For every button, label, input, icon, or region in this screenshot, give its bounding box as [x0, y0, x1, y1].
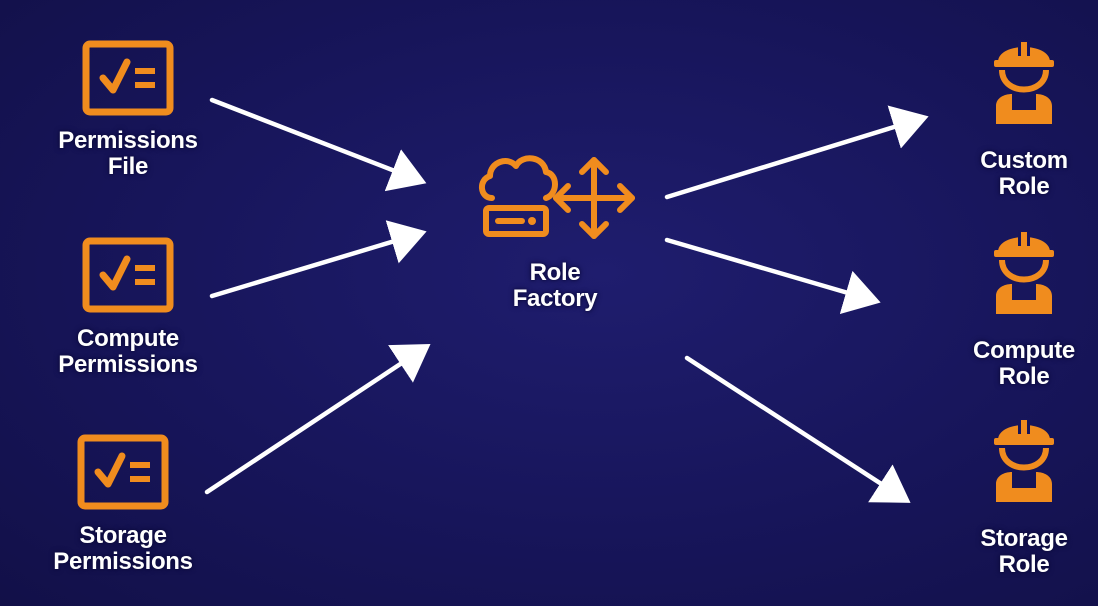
cloud-server-move-icon [479, 155, 635, 239]
arrow-factory-to-storage-role [684, 355, 911, 503]
arrow-permissions-file-to-factory [209, 97, 427, 192]
checklist-icon [77, 434, 169, 510]
arrow-factory-to-custom-role [664, 105, 929, 200]
checklist-icon [82, 237, 174, 313]
arrow-compute-permissions-to-factory [209, 220, 427, 299]
arrow-factory-to-compute-role [664, 237, 881, 315]
worker-icon [994, 230, 1054, 314]
worker-icon [994, 40, 1054, 124]
worker-icon [994, 418, 1054, 502]
checklist-icon [82, 40, 174, 116]
arrow-storage-permissions-to-factory [204, 344, 431, 495]
